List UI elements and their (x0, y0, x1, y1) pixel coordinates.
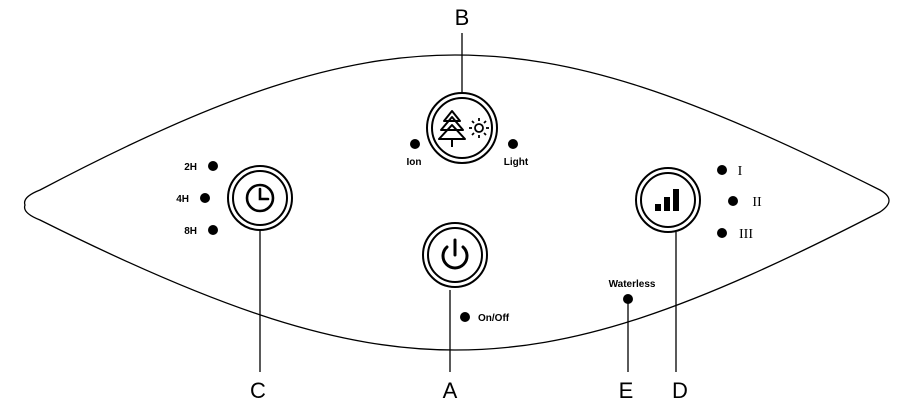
speed-level-3: III (739, 227, 753, 242)
speed-1-led (717, 165, 727, 175)
power-indicator-led (460, 312, 470, 322)
ion-light-button[interactable] (426, 92, 498, 164)
power-icon (441, 238, 469, 270)
ion-label: Ion (407, 157, 422, 168)
callout-c: C (250, 378, 266, 403)
callout-e: E (619, 378, 634, 403)
timer-option-4h: 4H (176, 194, 189, 205)
signal-bars-icon (655, 189, 679, 211)
waterless-indicator-led (623, 294, 633, 304)
speed-level-2: II (752, 195, 762, 210)
speed-level-1: I (738, 164, 743, 179)
sun-icon (469, 118, 489, 138)
light-label: Light (504, 157, 529, 168)
timer-option-2h: 2H (184, 162, 197, 173)
timer-8h-led (208, 225, 218, 235)
timer-option-8h: 8H (184, 226, 197, 237)
panel-outline (23, 54, 890, 351)
tree-icon (438, 110, 466, 147)
callout-a: A (443, 378, 458, 403)
speed-3-led (717, 228, 727, 238)
power-label: On/Off (478, 313, 510, 324)
timer-2h-led (208, 161, 218, 171)
clock-icon (245, 183, 275, 213)
callout-b: B (455, 5, 470, 30)
light-indicator-led (508, 139, 518, 149)
speed-2-led (728, 196, 738, 206)
timer-4h-led (200, 193, 210, 203)
callout-d: D (672, 378, 688, 403)
ion-indicator-led (410, 139, 420, 149)
waterless-label: Waterless (609, 279, 656, 290)
